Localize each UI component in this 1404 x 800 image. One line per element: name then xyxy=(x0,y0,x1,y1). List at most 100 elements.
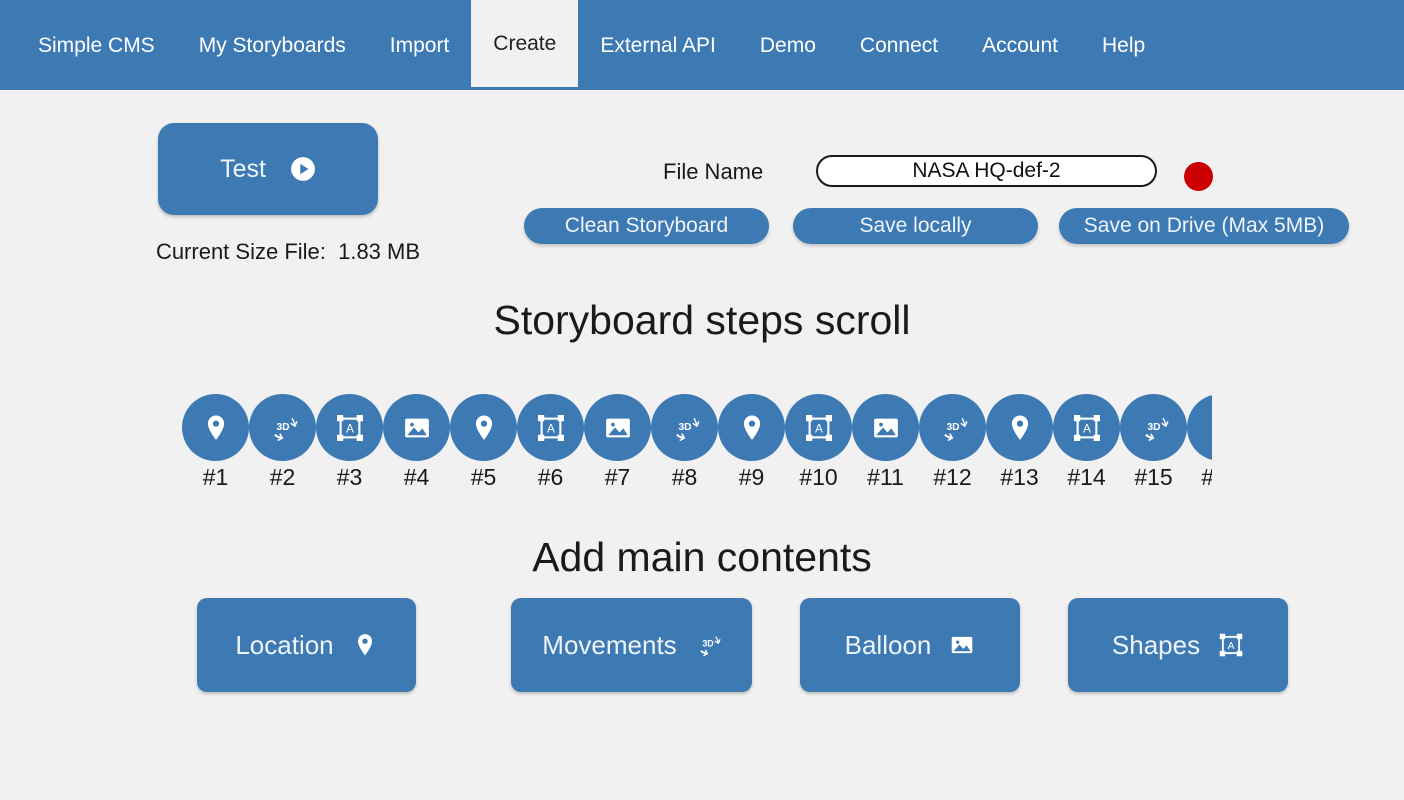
storyboard-step[interactable]: A#14 xyxy=(1053,394,1120,490)
storyboard-step-circle[interactable]: A xyxy=(785,394,852,461)
add-shapes-button[interactable]: Shapes A xyxy=(1068,598,1288,692)
svg-text:A: A xyxy=(1228,641,1235,652)
svg-text:3D: 3D xyxy=(678,422,691,433)
storyboard-step-circle[interactable]: 3D xyxy=(919,394,986,461)
nav-label: My Storyboards xyxy=(198,33,346,57)
image-icon xyxy=(871,413,901,443)
storyboard-step-circle[interactable]: A xyxy=(517,394,584,461)
test-button-label: Test xyxy=(220,154,266,183)
storyboard-step-circle[interactable] xyxy=(450,394,517,461)
nav-label: Account xyxy=(982,33,1059,57)
save-locally-label: Save locally xyxy=(859,214,972,237)
add-location-label: Location xyxy=(235,629,334,660)
nav-label: Create xyxy=(493,32,557,55)
storyboard-step-label: #6 xyxy=(537,464,564,490)
nav-item-create[interactable]: Create xyxy=(471,0,579,90)
storyboard-step[interactable]: A #10 xyxy=(785,394,852,490)
storyboard-step-label: #16 xyxy=(1201,464,1212,490)
rotate-3d-icon: 3D xyxy=(938,413,968,443)
nav-label: Help xyxy=(1102,33,1146,57)
record-dot-icon xyxy=(1184,162,1213,191)
storyboard-step[interactable]: #4 xyxy=(383,394,450,490)
storyboard-step[interactable]: #7 xyxy=(584,394,651,490)
storyboard-step-circle[interactable]: A xyxy=(316,394,383,461)
storyboard-step[interactable]: #5 xyxy=(450,394,517,490)
storyboard-step[interactable]: 3D#12 xyxy=(919,394,986,490)
nav-item-my-storyboards[interactable]: My Storyboards xyxy=(176,0,368,90)
clean-storyboard-button[interactable]: Clean Storyboard xyxy=(524,208,769,244)
add-movements-button[interactable]: Movements 3D xyxy=(511,598,752,692)
location-pin-icon xyxy=(1005,413,1035,443)
storyboard-step[interactable]: 3D#2 xyxy=(249,394,316,490)
nav-item-demo[interactable]: Demo xyxy=(737,0,838,90)
storyboard-step[interactable]: #9 xyxy=(718,394,785,490)
shapes-frame-icon: A xyxy=(804,413,834,443)
nav-label: Import xyxy=(389,33,450,57)
svg-text:A: A xyxy=(346,421,354,435)
nav-label: Connect xyxy=(859,33,939,57)
file-name-label: File Name xyxy=(663,159,764,184)
svg-text:A: A xyxy=(815,421,823,435)
add-balloon-label: Balloon xyxy=(844,629,932,660)
add-balloon-button[interactable]: Balloon xyxy=(800,598,1020,692)
svg-text:A: A xyxy=(547,421,555,435)
play-circle-icon xyxy=(290,156,316,182)
add-location-button[interactable]: Location xyxy=(197,598,416,692)
storyboard-step-circle[interactable] xyxy=(584,394,651,461)
svg-text:3D: 3D xyxy=(1147,422,1160,433)
shapes-frame-icon: A xyxy=(536,413,566,443)
storyboard-step-circle[interactable] xyxy=(383,394,450,461)
location-pin-icon xyxy=(352,632,378,658)
storyboard-step-circle[interactable] xyxy=(852,394,919,461)
rotate-3d-icon: 3D xyxy=(670,413,700,443)
nav-item-connect[interactable]: Connect xyxy=(837,0,961,90)
storyboard-step[interactable]: #11 xyxy=(852,394,919,490)
location-pin-icon xyxy=(201,413,231,443)
storyboard-step[interactable]: #13 xyxy=(986,394,1053,490)
storyboard-step-circle[interactable] xyxy=(182,394,249,461)
storyboard-step[interactable]: 3D#15 xyxy=(1120,394,1187,490)
storyboard-step-circle[interactable]: A xyxy=(1053,394,1120,461)
storyboard-step-circle[interactable]: 3D xyxy=(1120,394,1187,461)
storyboard-step-circle[interactable] xyxy=(986,394,1053,461)
storyboard-step-label: #11 xyxy=(867,464,904,490)
file-name-input[interactable] xyxy=(816,155,1157,187)
storyboard-step-label: #10 xyxy=(799,464,838,490)
storyboard-step-circle[interactable]: 3D xyxy=(651,394,718,461)
save-on-drive-button[interactable]: Save on Drive (Max 5MB) xyxy=(1059,208,1349,244)
shapes-frame-icon: A xyxy=(335,413,365,443)
storyboard-step-label: #3 xyxy=(336,464,363,490)
storyboard-step[interactable]: A #3 xyxy=(316,394,383,490)
nav-item-simple-cms[interactable]: Simple CMS xyxy=(16,0,177,90)
storyboard-step-label: #8 xyxy=(671,464,698,490)
location-pin-icon xyxy=(469,413,499,443)
storyboard-step-label: #9 xyxy=(738,464,765,490)
nav-item-import[interactable]: Import xyxy=(367,0,472,90)
storyboard-step-circle[interactable]: 3D xyxy=(249,394,316,461)
svg-text:3D: 3D xyxy=(702,639,714,649)
nav-item-external-api[interactable]: External API xyxy=(578,0,738,90)
nav-label: External API xyxy=(600,33,716,57)
shapes-frame-icon: A xyxy=(1218,632,1244,658)
storyboard-step[interactable]: #1 xyxy=(182,394,249,490)
clean-storyboard-label: Clean Storyboard xyxy=(564,214,729,237)
location-pin-icon xyxy=(1206,413,1213,443)
image-icon xyxy=(603,413,633,443)
svg-text:3D: 3D xyxy=(276,422,289,433)
image-icon xyxy=(949,632,975,658)
storyboard-step[interactable]: #16 xyxy=(1187,394,1212,490)
storyboard-step-circle[interactable] xyxy=(1187,394,1212,461)
storyboard-step-circle[interactable] xyxy=(718,394,785,461)
storyboard-step[interactable]: 3D #8 xyxy=(651,394,718,490)
save-on-drive-label: Save on Drive (Max 5MB) xyxy=(1083,214,1325,237)
storyboard-steps-title: Storyboard steps scroll xyxy=(493,297,911,343)
nav-item-help[interactable]: Help xyxy=(1080,0,1168,90)
storyboard-step-label: #4 xyxy=(403,464,430,490)
test-button[interactable]: Test xyxy=(158,123,378,215)
location-pin-icon xyxy=(737,413,767,443)
storyboard-step[interactable]: A #6 xyxy=(517,394,584,490)
storyboard-step-label: #13 xyxy=(1000,464,1039,490)
nav-item-account[interactable]: Account xyxy=(960,0,1081,90)
save-locally-button[interactable]: Save locally xyxy=(793,208,1038,244)
